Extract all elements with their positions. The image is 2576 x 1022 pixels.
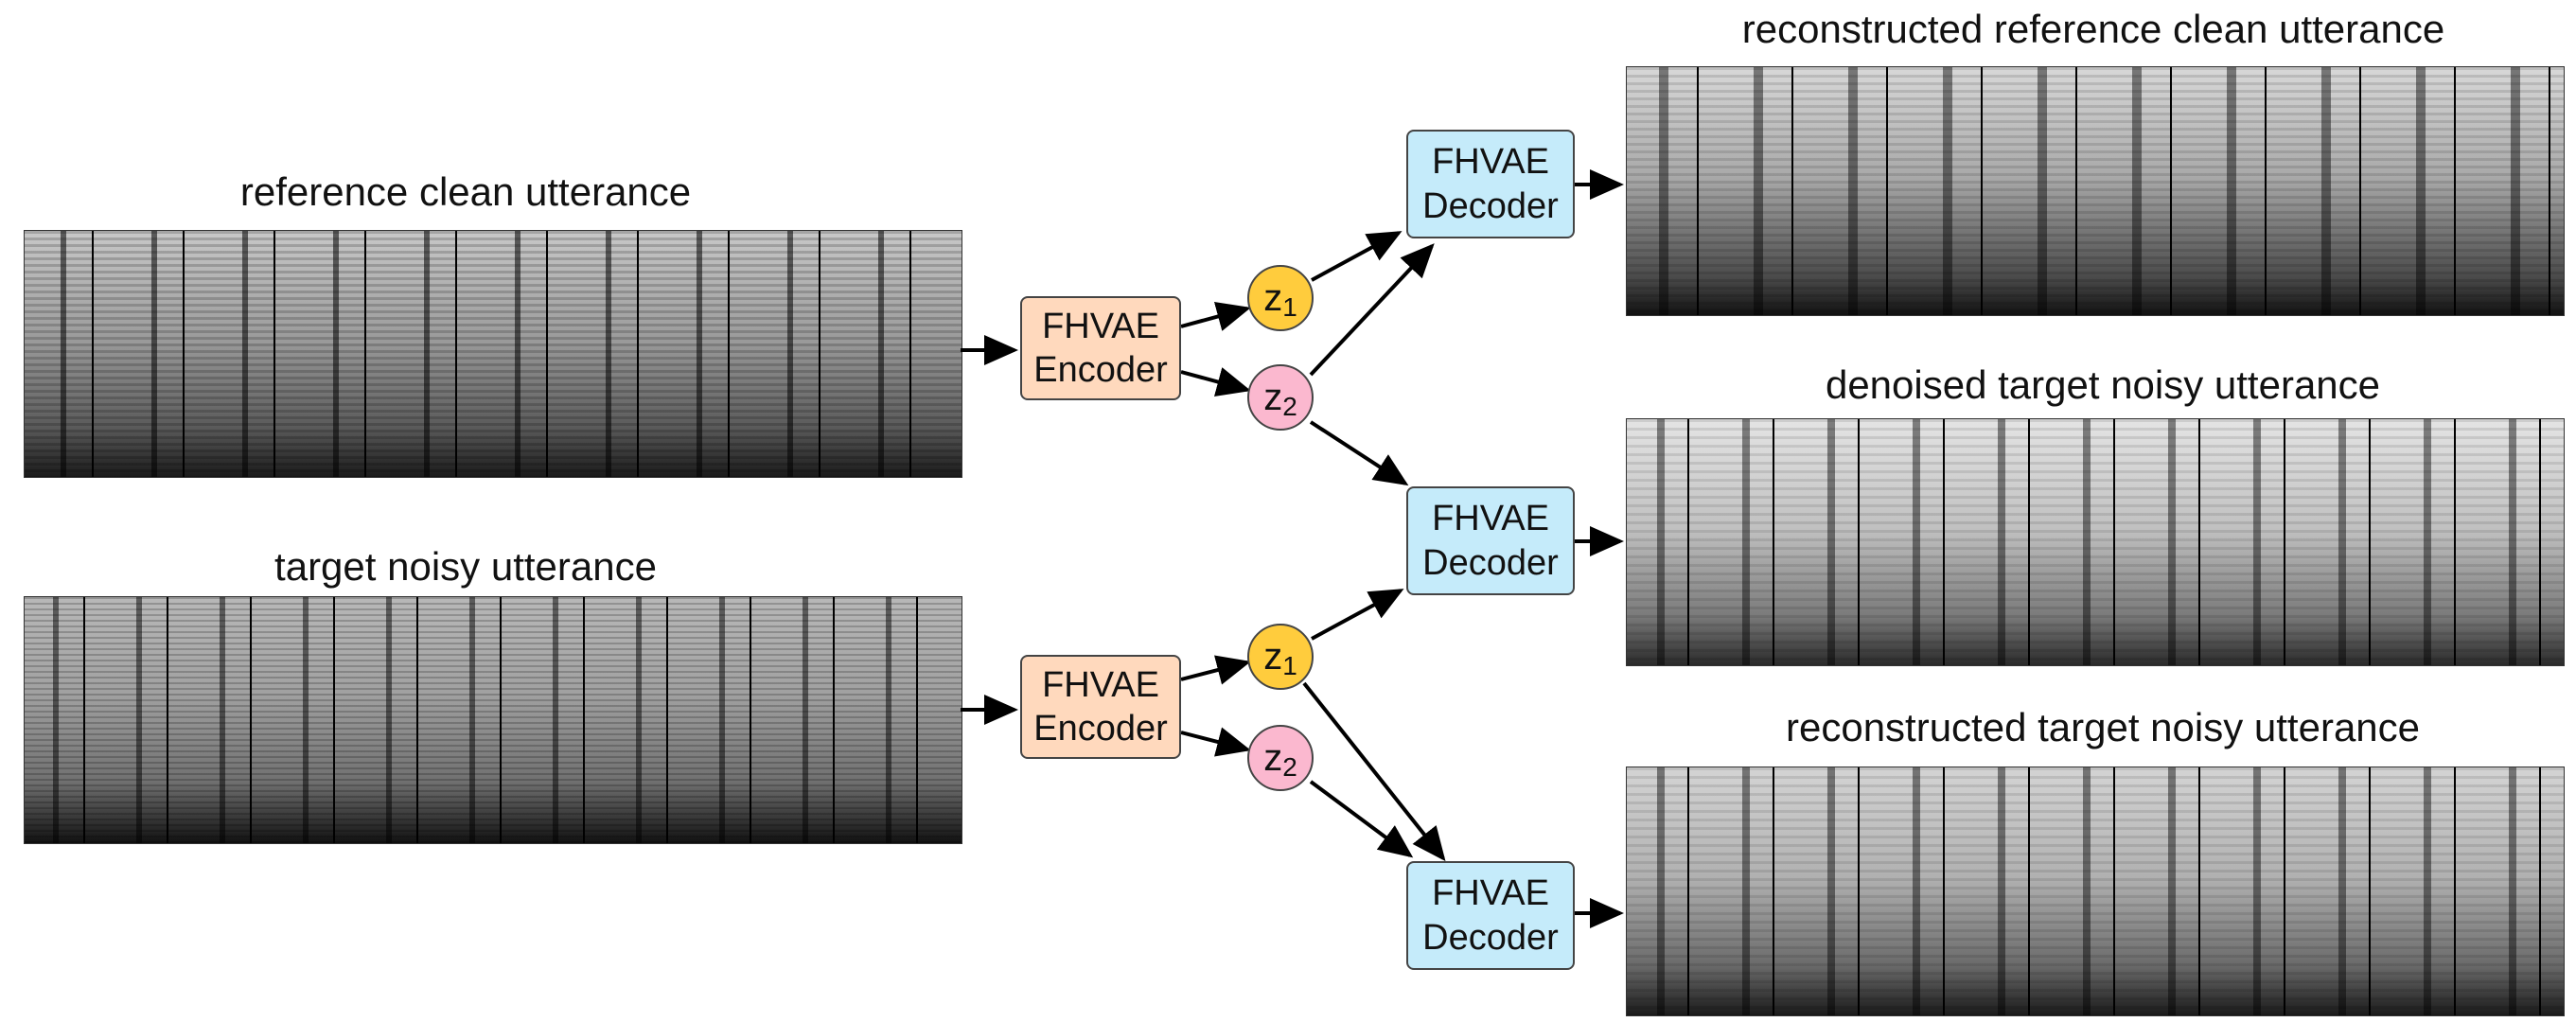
fhvae-decoder-middle: FHVAE Decoder	[1406, 486, 1575, 595]
arrow-z1-to-dec1	[1311, 231, 1403, 282]
latent-z-label: z	[1263, 276, 1283, 319]
spectrogram-reconstructed-target	[1626, 766, 2565, 1016]
spectrogram-reference-clean	[24, 230, 962, 478]
latent-subscript: 1	[1282, 651, 1297, 680]
title-reference-clean-utterance: reference clean utterance	[239, 169, 692, 214]
arrow-enc2-to-z2	[1180, 727, 1251, 757]
latent-subscript: 2	[1282, 392, 1297, 421]
arrow-enc1-to-z2	[1180, 367, 1251, 397]
decoder-label-line1: FHVAE	[1432, 499, 1549, 539]
decoder-label-line2: Decoder	[1422, 185, 1559, 226]
title-reconstructed-reference-clean-utterance: reconstructed reference clean utterance	[1741, 7, 2445, 51]
spectrogram-reconstructed-reference	[1626, 66, 2565, 316]
spectrogram-denoised-target	[1626, 418, 2565, 666]
decoder-label-line1: FHVAE	[1432, 873, 1549, 914]
latent-subscript: 2	[1282, 752, 1297, 782]
latent-z-label: z	[1263, 736, 1283, 779]
arrow-z2-to-dec2	[1309, 420, 1409, 486]
fhvae-decoder-top: FHVAE Decoder	[1406, 130, 1575, 238]
encoder-label-line1: FHVAE	[1042, 306, 1159, 346]
fhvae-decoder-bottom: FHVAE Decoder	[1406, 861, 1575, 970]
encoder-label-line1: FHVAE	[1042, 664, 1159, 705]
decoder-label-line2: Decoder	[1422, 542, 1559, 583]
spectrogram-target-noisy	[24, 596, 962, 844]
arrow-enc2-to-z1	[1180, 655, 1251, 685]
encoder-label-line2: Encoder	[1033, 709, 1168, 749]
decoder-label-line1: FHVAE	[1432, 142, 1549, 183]
arrow-z1b-to-dec2	[1311, 589, 1404, 641]
fhvae-encoder-top: FHVAE Encoder	[1020, 296, 1181, 400]
title-target-noisy-utterance: target noisy utterance	[274, 544, 657, 589]
latent-subscript: 1	[1282, 292, 1297, 322]
fhvae-encoder-bottom: FHVAE Encoder	[1020, 655, 1181, 759]
encoder-label-line2: Encoder	[1033, 350, 1168, 390]
arrow-z1b-to-dec3	[1302, 681, 1446, 862]
title-denoised-target-noisy-utterance: denoised target noisy utterance	[1825, 362, 2381, 407]
title-reconstructed-target-noisy-utterance: reconstructed target noisy utterance	[1785, 705, 2421, 749]
arrow-z2b-to-dec3	[1309, 780, 1414, 858]
latent-z-label: z	[1263, 376, 1283, 418]
latent-z-label: z	[1263, 635, 1283, 678]
arrow-enc1-to-z1	[1180, 301, 1251, 331]
decoder-label-line2: Decoder	[1422, 917, 1559, 958]
arrow-z2-to-dec1	[1309, 243, 1435, 377]
